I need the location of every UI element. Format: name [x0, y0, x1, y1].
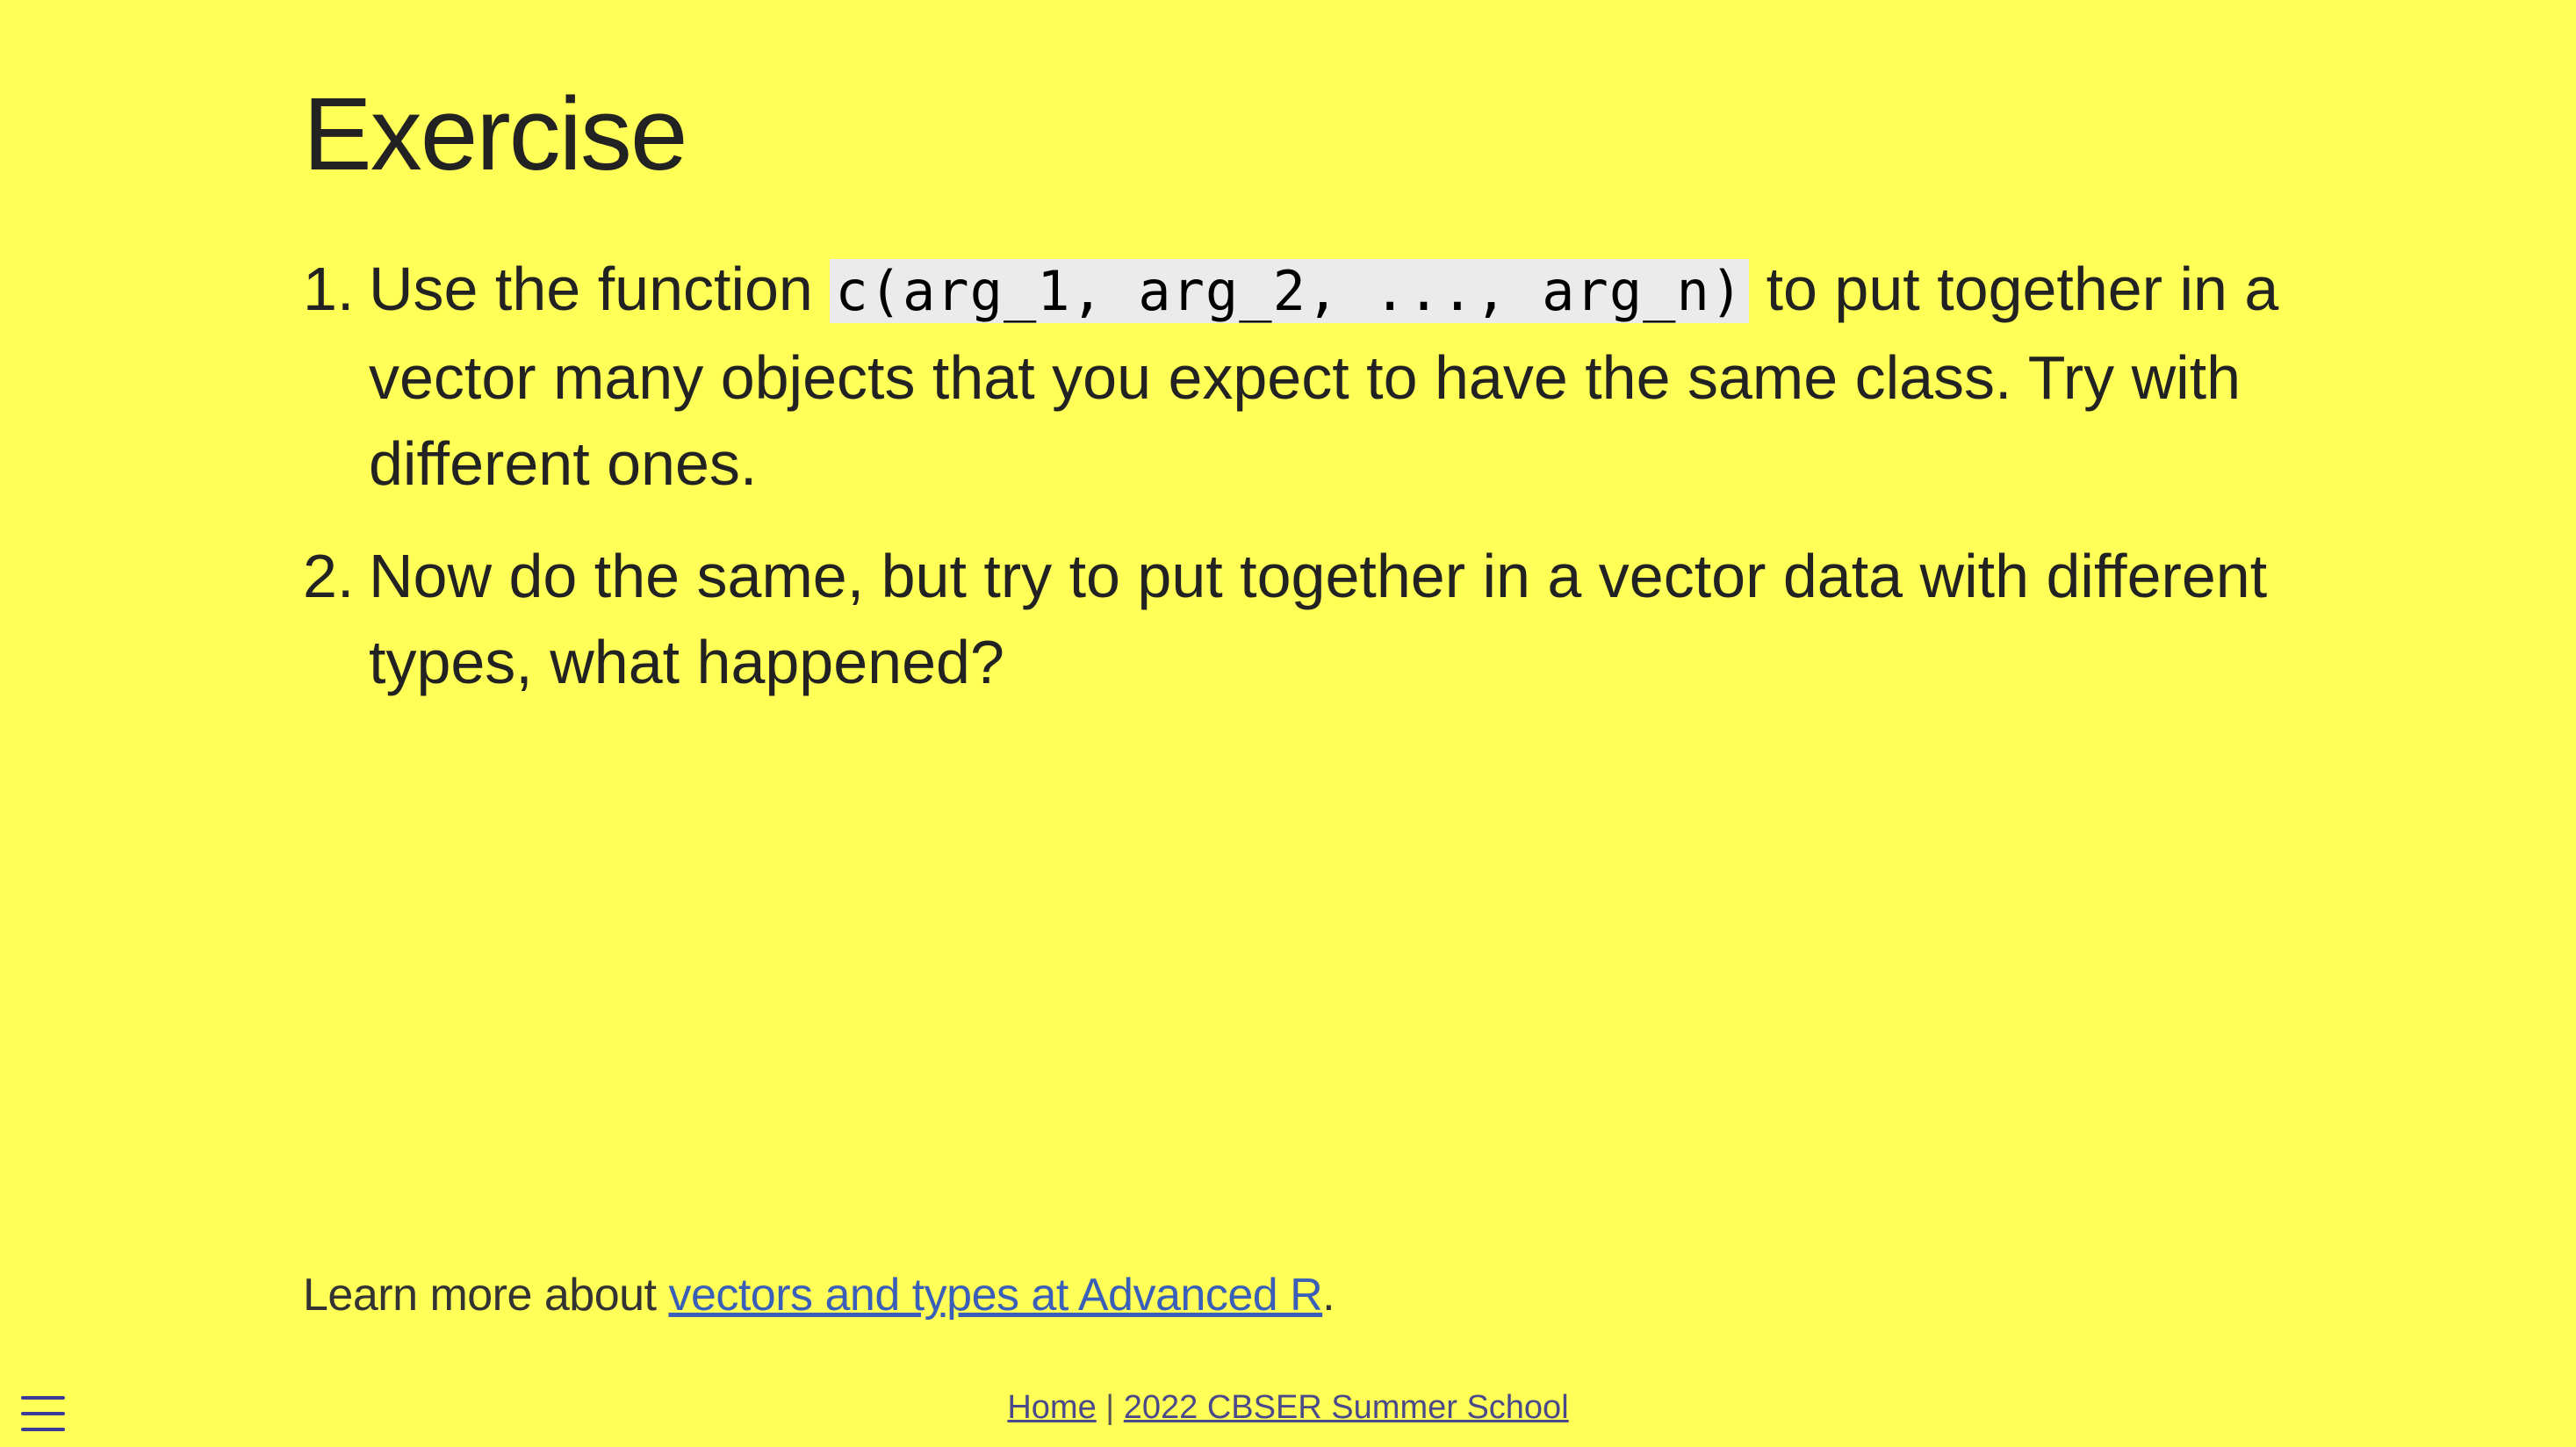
footer: Home | 2022 CBSER Summer School — [0, 1386, 2576, 1429]
advanced-r-link[interactable]: vectors and types at Advanced R — [668, 1270, 1323, 1321]
exercise-item-text-before-code: Use the function — [369, 255, 831, 323]
home-link[interactable]: Home — [1007, 1389, 1097, 1426]
inline-code: c(arg_1, arg_2, ..., arg_n) — [830, 259, 1750, 323]
learn-more-note: Learn more about vectors and types at Ad… — [303, 1264, 1335, 1326]
exercise-list: 1. Use the function c(arg_1, arg_2, ...,… — [303, 246, 2305, 731]
learn-more-prefix: Learn more about — [303, 1270, 669, 1321]
exercise-item-number: 1. — [303, 255, 355, 323]
exercise-item-number: 2. — [303, 542, 355, 610]
slide-title: Exercise — [303, 76, 687, 192]
learn-more-suffix: . — [1322, 1270, 1335, 1321]
hamburger-menu-icon[interactable] — [21, 1394, 68, 1433]
exercise-item-text: Now do the same, but try to put together… — [369, 542, 2268, 696]
exercise-item-1: 1. Use the function c(arg_1, arg_2, ...,… — [303, 246, 2305, 507]
footer-separator: | — [1096, 1389, 1124, 1426]
summer-school-link[interactable]: 2022 CBSER Summer School — [1123, 1389, 1569, 1426]
exercise-item-2: 2. Now do the same, but try to put toget… — [303, 533, 2305, 705]
exercise-item-text-after-code: to put together in a vector many objects… — [369, 255, 2279, 498]
